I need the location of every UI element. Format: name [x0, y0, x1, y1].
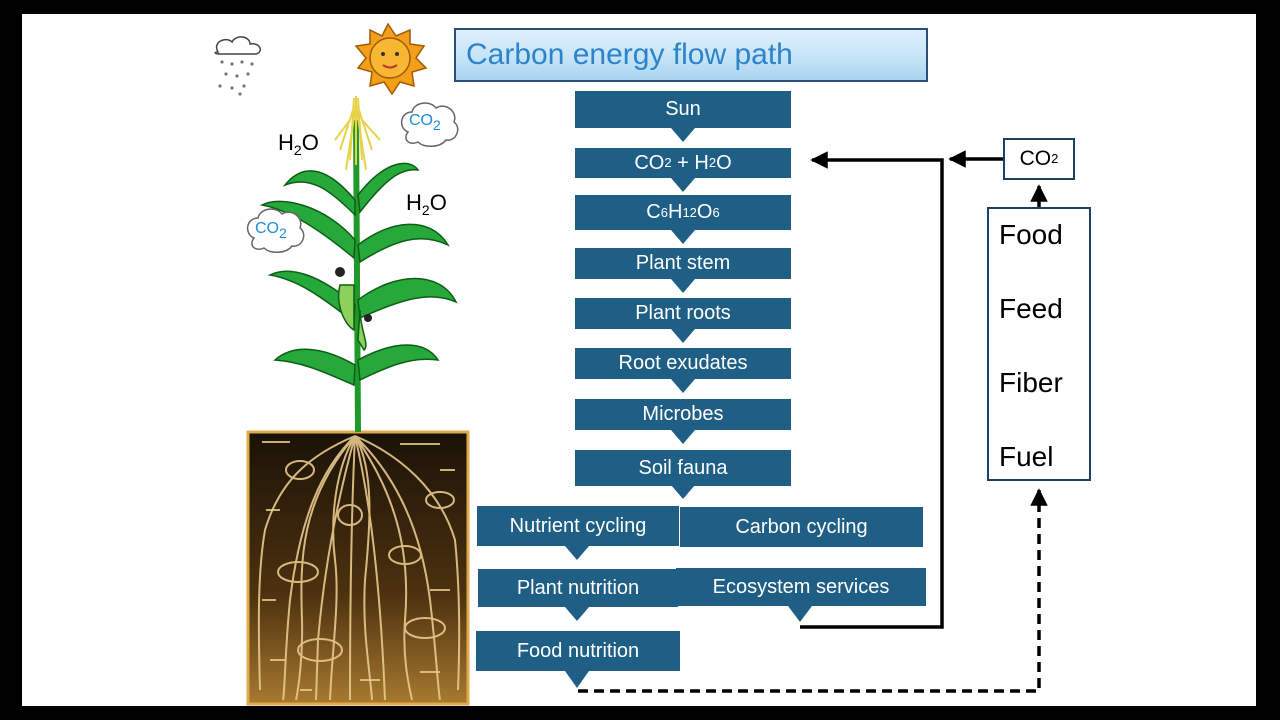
flow-box-soil-fauna: Soil fauna — [575, 450, 791, 486]
co2-cloud-top-label: CO2 — [409, 112, 441, 133]
co2-cloud-top-icon — [400, 102, 459, 147]
dashed-connector — [578, 488, 1048, 693]
flow-box-food-nutrition: Food nutrition — [476, 631, 680, 671]
flow-box-nutrient-cycling: Nutrient cycling — [477, 506, 679, 546]
flow-box-sun: Sun — [575, 91, 791, 128]
flow-box-plant-stem: Plant stem — [575, 248, 791, 279]
flow-box-carbon-cycling: Carbon cycling — [680, 507, 923, 547]
h2o-left-label: H2O — [278, 130, 319, 158]
flow-box-root-exudates: Root exudates — [575, 348, 791, 379]
page-title: Carbon energy flow path — [454, 28, 928, 82]
corn-plant — [259, 96, 458, 433]
soil-block — [246, 430, 470, 706]
use-item-feed: Feed — [999, 293, 1063, 324]
co2-cloud-left-icon — [246, 208, 305, 253]
flow-box-ecosystem-services: Ecosystem services — [676, 568, 926, 606]
sun-icon — [354, 22, 428, 96]
flow-box-plant-nutrition: Plant nutrition — [478, 569, 678, 607]
return-connector — [800, 150, 1048, 629]
h2o-right-label: H2O — [406, 190, 447, 218]
co2-cloud-left-label: CO2 — [255, 220, 287, 241]
flow-box-microbes: Microbes — [575, 399, 791, 430]
flow-arrows — [565, 128, 812, 688]
uses-box: Food Feed Fiber Fuel — [987, 207, 1091, 481]
use-item-food: Food — [999, 219, 1063, 250]
flow-box-plant-roots: Plant roots — [575, 298, 791, 329]
rain-cloud-icon — [214, 36, 261, 96]
use-item-fiber: Fiber — [999, 367, 1063, 398]
use-item-fuel: Fuel — [999, 441, 1054, 472]
